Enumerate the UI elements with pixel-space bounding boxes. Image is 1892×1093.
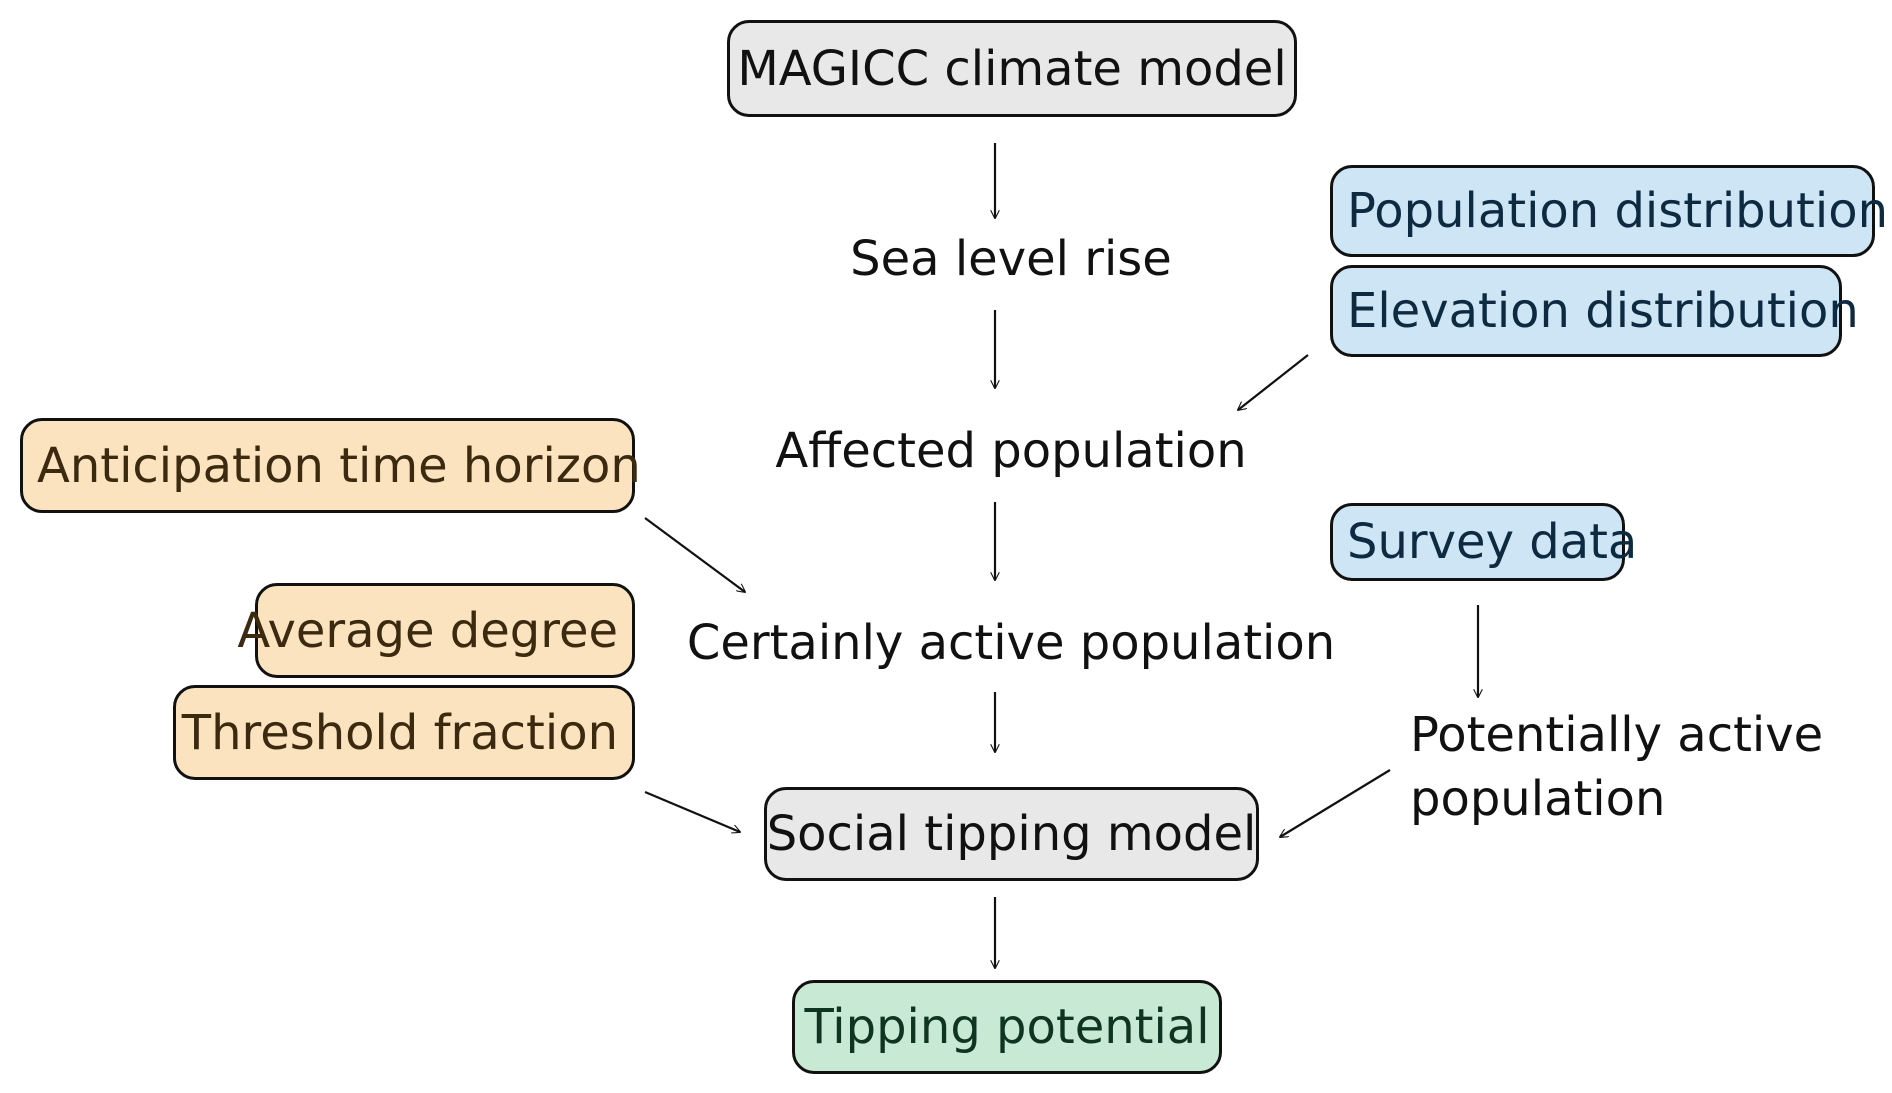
population-distribution-box: Population distribution [1330, 165, 1888, 257]
arrow-anticipation-to-certainly-active [644, 517, 745, 592]
certainly-active-population-label: Certainly active population [686, 615, 1336, 671]
survey-data-box: Survey data [1330, 503, 1637, 581]
potentially-active-line2: population [1410, 770, 1666, 827]
elevation-distribution-label: Elevation distribution [1347, 283, 1859, 339]
magicc-climate-model-box: MAGICC climate model [727, 20, 1297, 117]
potentially-active-line1: Potentially active [1410, 707, 1824, 763]
tipping-potential-label: Tipping potential [804, 999, 1210, 1055]
threshold-fraction-box: Threshold fraction [173, 685, 635, 780]
social-tipping-model-box: Social tipping model [764, 787, 1259, 881]
sea-level-rise-label: Sea level rise [850, 231, 1172, 287]
potentially-active-population-label: Potentially active population [1410, 704, 1823, 832]
arrow-parameters-to-social-tipping [644, 790, 740, 832]
population-distribution-label: Population distribution [1347, 183, 1888, 239]
average-degree-label: Average degree [237, 602, 618, 659]
anticipation-time-horizon-box: Anticipation time horizon [20, 418, 641, 513]
survey-data-label: Survey data [1347, 514, 1638, 570]
arrow-elevation-to-affected-population [1238, 354, 1309, 410]
tipping-potential-box: Tipping potential [792, 980, 1222, 1074]
social-tipping-model-label: Social tipping model [766, 806, 1257, 862]
average-degree-box: Average degree [237, 583, 635, 678]
threshold-fraction-label: Threshold fraction [181, 704, 618, 761]
arrow-potentially-active-to-social-tipping [1280, 769, 1391, 837]
elevation-distribution-box: Elevation distribution [1330, 265, 1859, 357]
affected-population-label: Affected population [775, 423, 1247, 479]
anticipation-time-horizon-label: Anticipation time horizon [37, 437, 641, 494]
magicc-climate-model-label: MAGICC climate model [737, 40, 1287, 97]
